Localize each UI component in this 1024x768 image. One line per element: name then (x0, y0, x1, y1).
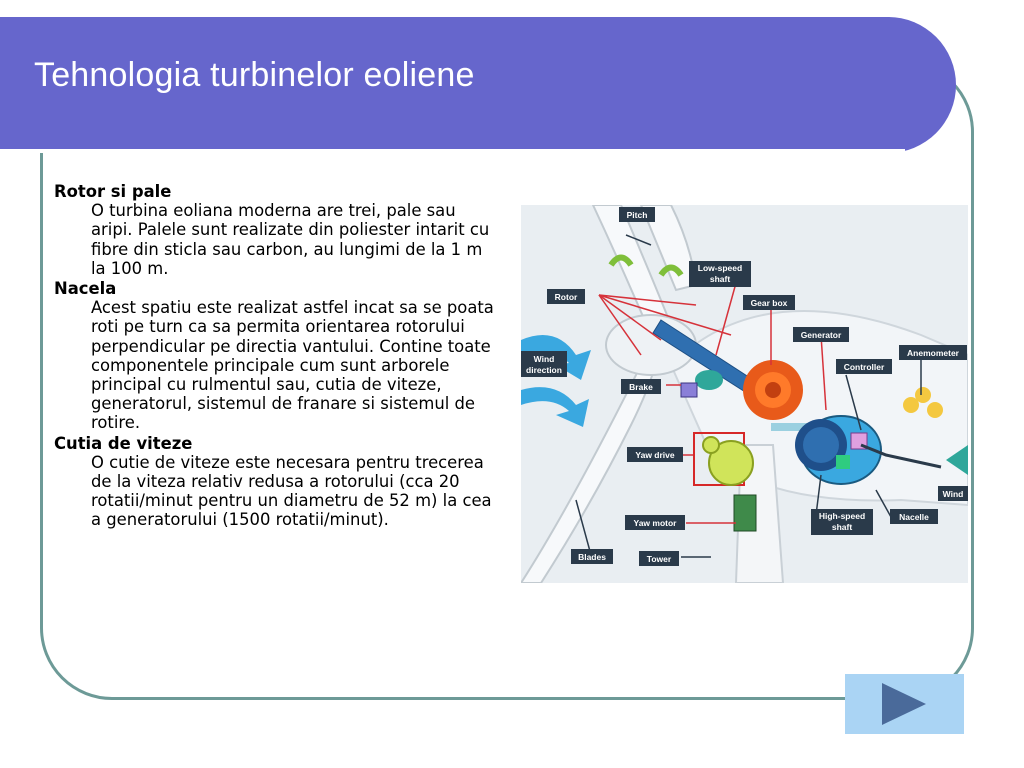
label-box-anemometer (899, 345, 967, 360)
section-body: O turbina eoliana moderna are trei, pale… (91, 201, 490, 278)
next-slide-button[interactable] (845, 674, 964, 734)
cable-line (860, 443, 942, 469)
dark-leader-lines (575, 234, 922, 558)
content-text: Rotor si pale O turbina eoliana moderna … (54, 182, 502, 531)
play-triangle-icon (882, 683, 926, 725)
label-pitch: Pitch (627, 210, 648, 220)
section-body: Acest spatiu este realizat astfel incat … (91, 298, 494, 433)
section-heading: Nacela (54, 279, 117, 299)
label-high-speed-shaft-2: shaft (832, 522, 852, 532)
section-nacelle: Nacela Acest spatiu este realizat astfel… (54, 279, 502, 433)
label-box-blades (571, 549, 613, 564)
wind-turbine-diagram: Pitch Low-speed shaft Rotor Gear box Gen… (519, 204, 969, 584)
wind-arrow-top (521, 335, 591, 380)
slide-title: Tehnologia turbinelor eoliene (34, 56, 475, 94)
label-yaw-drive: Yaw drive (635, 450, 674, 460)
label-box-rotor (547, 289, 585, 304)
section-body: O cutie de viteze este necesara pentru t… (91, 452, 492, 530)
brake-block (680, 382, 698, 398)
wind-arrow-bottom (521, 387, 589, 427)
label-anemometer: Anemometer (907, 348, 960, 358)
section-heading: Rotor si pale (54, 182, 172, 201)
label-wind-vane: Wind (943, 489, 964, 499)
label-box-brake (621, 379, 661, 394)
section-gearbox: Cutia de viteze O cutie de viteze este n… (54, 434, 502, 530)
label-yaw-motor: Yaw motor (634, 518, 678, 528)
label-box-tower (639, 551, 679, 566)
anemometer-cup (903, 397, 919, 413)
label-controller: Controller (844, 362, 885, 372)
label-box-high-speed-shaft (811, 509, 873, 535)
label-wind-direction-2: direction (526, 365, 562, 375)
label-gear-box: Gear box (751, 298, 788, 308)
pitch-arrow-right (658, 264, 684, 277)
section-heading: Cutia de viteze (54, 433, 193, 453)
label-box-pitch (619, 207, 655, 222)
generator-core (836, 455, 850, 469)
label-generator: Generator (801, 330, 842, 340)
brake-disc (695, 370, 723, 390)
label-box-yaw-drive (627, 447, 683, 462)
label-high-speed-shaft-1: High-speed (819, 511, 865, 521)
label-box-gear-box (743, 295, 795, 310)
pitch-arrow-left (608, 254, 634, 267)
label-box-generator (793, 327, 849, 342)
yaw-motor-shape (733, 494, 757, 532)
label-box-wind-direction (521, 351, 567, 377)
label-box-yaw-motor (625, 515, 685, 530)
label-rotor: Rotor (555, 292, 578, 302)
yaw-drive-gear (708, 440, 754, 486)
title-bar (0, 17, 956, 153)
label-nacelle: Nacelle (899, 512, 929, 522)
label-box-controller (836, 359, 892, 374)
label-low-speed-shaft-2: shaft (710, 274, 730, 284)
wind-vane-shape (946, 445, 968, 475)
label-box-low-speed-shaft (689, 261, 751, 287)
label-brake: Brake (629, 382, 653, 392)
label-tower: Tower (647, 554, 672, 564)
label-box-wind-vane (938, 486, 968, 501)
label-blades: Blades (578, 552, 606, 562)
label-wind-direction-1: Wind (534, 354, 555, 364)
label-low-speed-shaft-1: Low-speed (698, 263, 742, 273)
title-underline (0, 149, 905, 153)
label-box-nacelle (890, 509, 938, 524)
high-speed-shaft-shape (771, 423, 811, 431)
leader-lines (598, 282, 827, 524)
section-rotor: Rotor si pale O turbina eoliana moderna … (54, 182, 502, 278)
